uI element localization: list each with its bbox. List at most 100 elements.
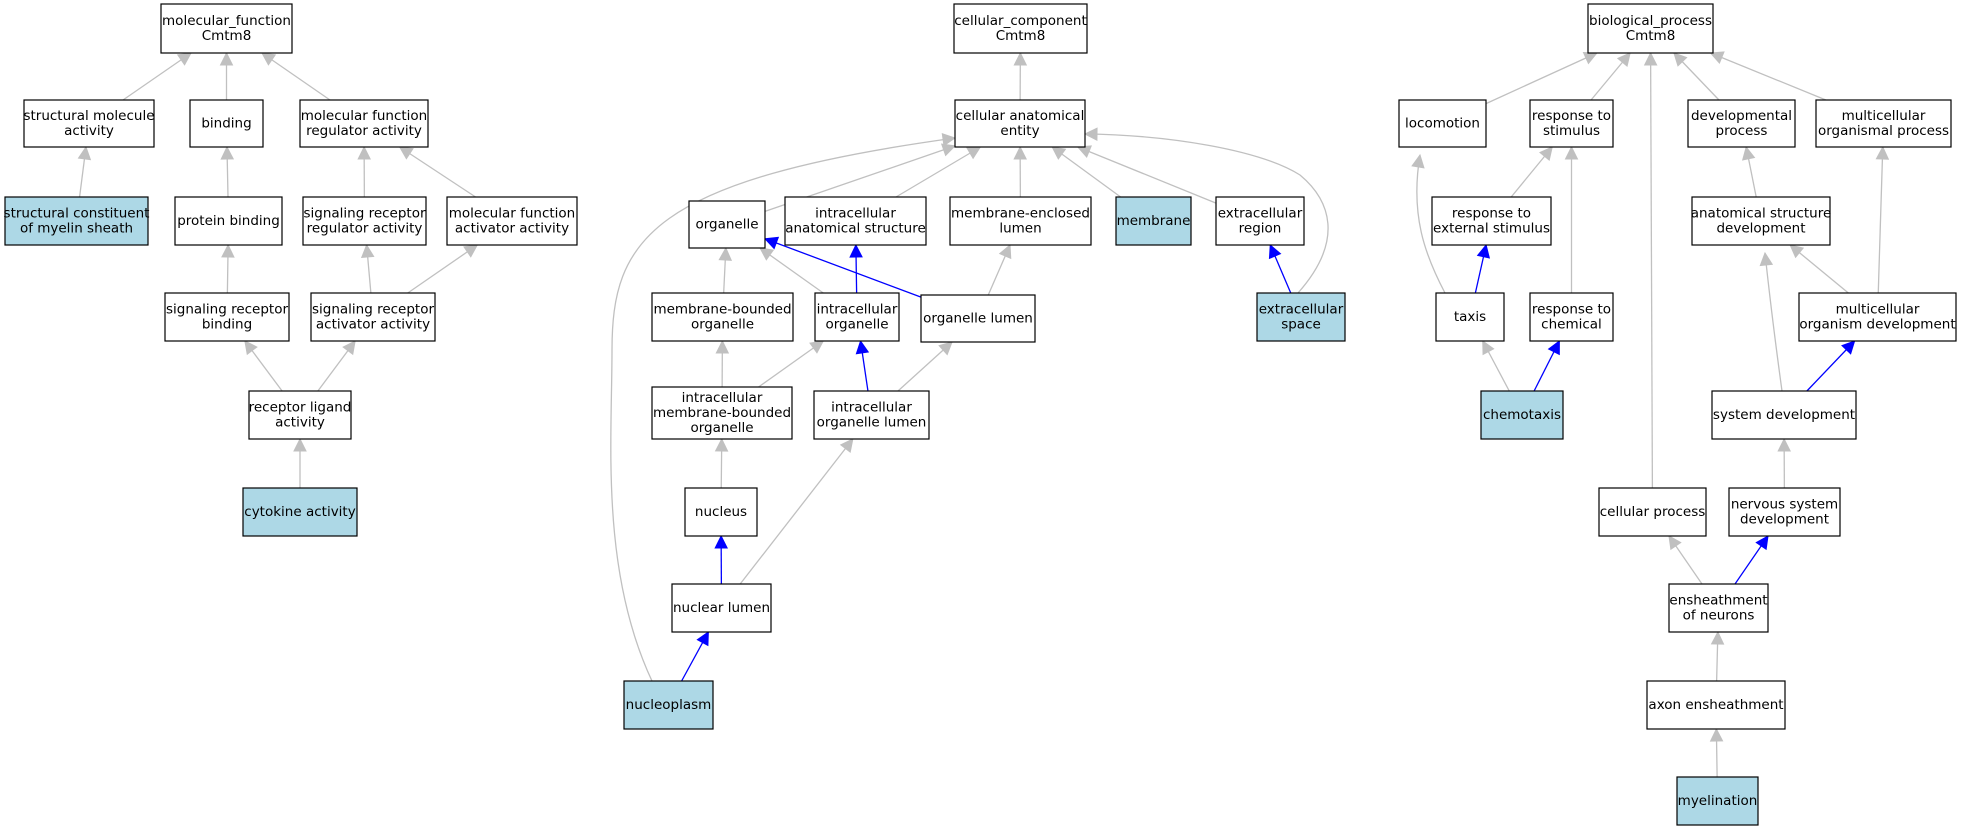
edge-arrowhead <box>1841 340 1856 355</box>
node-label: nucleoplasm <box>626 697 712 713</box>
edge-arrowhead <box>966 146 982 160</box>
node-organelle-lumen: organelle lumen <box>920 294 1036 343</box>
node-box <box>651 292 794 342</box>
node-label: organelle <box>695 217 758 233</box>
node-box <box>1815 99 1952 148</box>
edge-arrowhead <box>261 52 277 66</box>
edge-chemotaxis-to-taxis <box>1482 340 1510 392</box>
edge-arrowhead <box>1616 52 1631 67</box>
edge-arrowhead <box>1564 145 1579 160</box>
edge-sig_receptor_binding-to-protein_binding <box>221 243 235 294</box>
node-box <box>1215 196 1305 246</box>
node-label: ensheathment <box>1669 593 1767 609</box>
node-label: stimulus <box>1543 123 1600 139</box>
node-label: response to <box>1532 108 1611 124</box>
node-box <box>4 196 149 246</box>
node-box <box>813 390 930 440</box>
node-box <box>23 99 155 148</box>
node-box <box>671 583 772 633</box>
node-axon-ensheathment: axon ensheathment <box>1646 680 1786 730</box>
edge-intracell_mb_organelle-to-membrane_bounded_organelle <box>715 339 730 388</box>
node-label: nervous system <box>1731 497 1838 513</box>
node-label: of myelin sheath <box>20 221 133 237</box>
edge-ensheathment_neurons-to-nervous_system_dev <box>1734 535 1769 585</box>
edge-axon_ensheathment-to-ensheathment_neurons <box>1710 630 1725 682</box>
edge-line <box>1084 133 1329 294</box>
node-label: chemical <box>1541 317 1602 333</box>
node-label: activity <box>64 123 114 139</box>
node-label: chemotaxis <box>1483 407 1561 423</box>
edge-membrane_bounded_organelle-to-organelle <box>718 246 733 294</box>
edge-multicell_org_dev-to-anat_struct_dev <box>1789 244 1849 294</box>
edge-system_development-to-multicell_org_dev <box>1806 340 1856 392</box>
edge-intracell_organelle_lumen-to-organelle_lumen <box>897 341 953 392</box>
edge-arrowhead <box>763 236 780 250</box>
node-label: cellular anatomical <box>956 108 1085 124</box>
node-cellular-process: cellular process <box>1598 487 1707 537</box>
node-membrane: membrane <box>1115 196 1192 246</box>
node-box <box>1691 196 1831 246</box>
node-label: anatomical structure <box>785 221 926 237</box>
edge-taxis-to-response_ext_stimulus <box>1474 243 1491 294</box>
node-label: response to <box>1532 302 1611 318</box>
edge-arrowhead <box>219 51 234 66</box>
node-label: development <box>1716 221 1805 237</box>
node-label: taxis <box>1454 309 1486 325</box>
edge-extracellular_region-to-cell_anat_entity <box>1076 145 1217 204</box>
edge-arrowhead <box>357 145 371 160</box>
node-box <box>814 292 900 342</box>
edge-binding-to-mf_root <box>219 51 234 100</box>
node-label: receptor ligand <box>249 400 352 416</box>
node-label: intracellular <box>682 390 763 406</box>
node-box <box>1529 292 1614 342</box>
node-locomotion: locomotion <box>1398 99 1487 148</box>
node-box <box>953 3 1088 54</box>
node-label: Cmtm8 <box>202 28 252 44</box>
edge-locomotion-to-bp_root <box>1485 51 1598 105</box>
node-label: organelle lumen <box>817 415 927 431</box>
node-label: signaling receptor <box>312 302 435 318</box>
edge-arrowhead <box>360 243 375 259</box>
edge-arrowhead <box>1709 727 1724 742</box>
node-label: binding <box>201 116 251 132</box>
edge-ensheathment_neurons-to-cellular_process <box>1668 535 1703 585</box>
edge-arrowhead <box>1083 127 1098 141</box>
node-label: organismal process <box>1818 123 1949 139</box>
edge-arrowhead <box>1673 52 1688 67</box>
edge-intracell_organelle_lumen-to-intracell_organelle <box>855 339 870 392</box>
edge-arrowhead <box>244 340 258 356</box>
edge-system_development-to-anat_struct_dev <box>1759 251 1783 392</box>
node-label: nuclear lumen <box>673 600 770 616</box>
node-label: of neurons <box>1683 608 1755 624</box>
node-label: system development <box>1713 407 1855 423</box>
node-label: biological_process <box>1589 13 1712 29</box>
edge-arrowhead <box>855 339 870 355</box>
node-box <box>299 99 429 148</box>
node-label: molecular function <box>301 108 427 124</box>
edge-arrowhead <box>1268 243 1282 260</box>
edge-arrowhead <box>220 145 235 160</box>
edge-arrowhead <box>1547 340 1560 356</box>
edge-protein_binding-to-binding <box>220 145 235 198</box>
edge-response_to_chemical-to-response_to_stimulus <box>1564 145 1579 293</box>
edge-arrowhead <box>941 132 957 147</box>
edge-arrowhead <box>1482 340 1495 356</box>
node-box <box>1711 390 1857 440</box>
node-nuclear-lumen: nuclear lumen <box>671 583 772 633</box>
node-protein-binding: protein binding <box>174 196 283 246</box>
node-label: organelle <box>690 420 753 436</box>
node-box <box>189 99 264 148</box>
node-label: entity <box>1000 123 1039 139</box>
